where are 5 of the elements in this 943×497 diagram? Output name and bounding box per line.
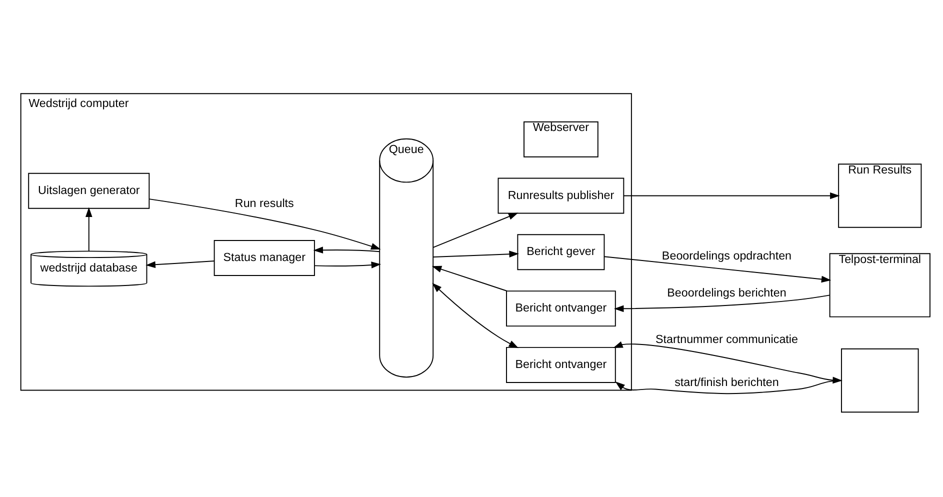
edge-label: start/finish berichten (674, 375, 779, 388)
edge-label: Beoordelings opdrachten (662, 249, 792, 262)
edge-label: Startnummer communicatie (655, 332, 798, 346)
edge-label: Beoordelings berichten (667, 286, 786, 299)
edge-label: Run results (234, 196, 294, 210)
